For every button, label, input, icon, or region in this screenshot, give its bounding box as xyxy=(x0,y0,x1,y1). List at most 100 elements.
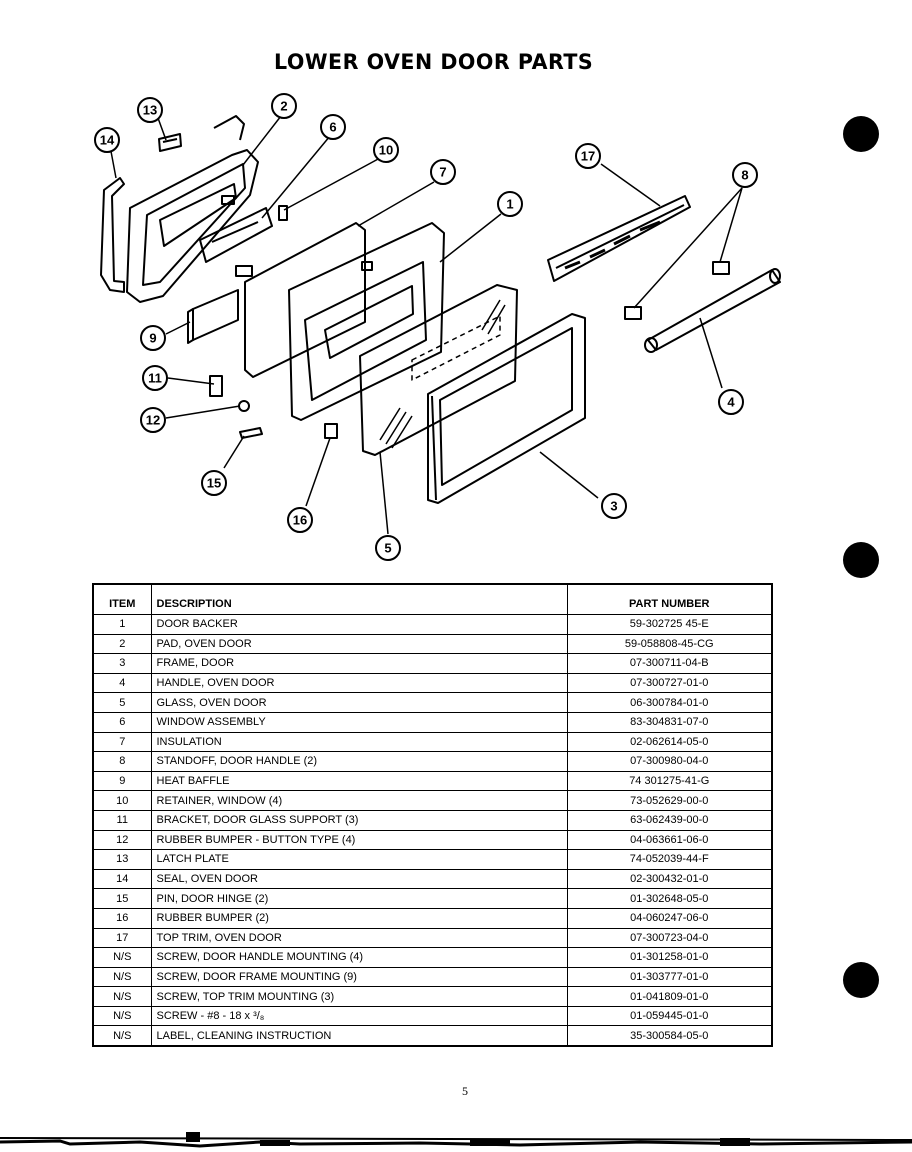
row-part-number: 73-052629-00-0 xyxy=(566,790,773,811)
part-seal-oven-door xyxy=(100,177,125,293)
row-description: PIN, DOOR HINGE (2) xyxy=(150,888,568,909)
row-description: GLASS, OVEN DOOR xyxy=(150,692,568,713)
callout-label-11: 11 xyxy=(148,371,162,386)
row-description: HANDLE, OVEN DOOR xyxy=(150,672,568,694)
callout-13 xyxy=(137,97,163,123)
callout-5 xyxy=(375,535,401,561)
row-item: 5 xyxy=(92,692,152,713)
callout-label-3: 3 xyxy=(610,499,617,514)
row-part-number: 59-058808-45-CG xyxy=(566,633,773,655)
row-part-number: 74 301275-41-G xyxy=(566,770,773,792)
row-part-number: 06-300784-01-0 xyxy=(566,692,773,713)
part-glass-oven-door xyxy=(359,284,518,456)
row-part-number: 04-063661-06-0 xyxy=(566,829,773,851)
row-description: LATCH PLATE xyxy=(150,849,568,870)
row-description: SCREW - #8 - 18 x ³/₈ xyxy=(150,1005,568,1027)
row-part-number: 63-062439-00-0 xyxy=(566,809,773,831)
scan-edge-noise xyxy=(0,1132,912,1148)
row-item: 9 xyxy=(92,770,152,792)
callout-label-1: 1 xyxy=(506,197,513,212)
row-item: 11 xyxy=(92,809,152,831)
callout-label-2: 2 xyxy=(280,99,287,114)
callout-label-17: 17 xyxy=(581,149,595,164)
callout-label-16: 16 xyxy=(293,513,307,528)
callout-label-5: 5 xyxy=(384,541,391,556)
callout-label-8: 8 xyxy=(741,168,748,183)
callout-label-7: 7 xyxy=(439,165,446,180)
part-door-hinge-pin xyxy=(239,427,263,439)
row-part-number: 04-060247-06-0 xyxy=(566,907,773,929)
callout-15 xyxy=(201,470,227,496)
row-item: 2 xyxy=(92,633,152,655)
row-part-number: 07-300711-04-B xyxy=(566,653,773,674)
page-title: LOWER OVEN DOOR PARTS xyxy=(274,50,594,74)
callout-6 xyxy=(320,114,346,140)
callout-3 xyxy=(601,493,627,519)
row-item: N/S xyxy=(92,1025,152,1047)
part-window-assembly xyxy=(199,207,273,263)
row-description: RUBBER BUMPER (2) xyxy=(150,907,568,929)
callout-label-13: 13 xyxy=(143,103,157,118)
row-description: LABEL, CLEANING INSTRUCTION xyxy=(150,1025,568,1047)
row-part-number: 74-052039-44-F xyxy=(566,849,773,870)
row-item: 1 xyxy=(92,614,152,635)
row-item: 13 xyxy=(92,849,152,870)
row-item: 6 xyxy=(92,711,152,733)
row-description: DOOR BACKER xyxy=(150,614,568,635)
row-description: RETAINER, WINDOW (4) xyxy=(150,790,568,811)
row-item: 16 xyxy=(92,907,152,929)
row-part-number: 01-302648-05-0 xyxy=(566,888,773,909)
callout-2 xyxy=(271,93,297,119)
row-item: 3 xyxy=(92,653,152,674)
exploded-parts-diagram: 1 2 3 4 5 6 7 8 9 10 11 12 13 14 15 16 1… xyxy=(94,93,781,561)
row-part-number: 01-303777-01-0 xyxy=(566,966,773,988)
callout-16 xyxy=(287,507,313,533)
part-bracket-door-glass xyxy=(209,375,223,397)
row-description: SCREW, TOP TRIM MOUNTING (3) xyxy=(150,986,568,1007)
part-handle-oven-door xyxy=(644,268,781,353)
row-item: 8 xyxy=(92,751,152,772)
row-part-number: 01-041809-01-0 xyxy=(566,986,773,1007)
callout-label-9: 9 xyxy=(149,331,156,346)
part-rubber-bumper-button xyxy=(238,400,250,412)
row-item: 4 xyxy=(92,672,152,694)
row-part-number: 35-300584-05-0 xyxy=(566,1025,773,1047)
callout-label-12: 12 xyxy=(146,413,160,428)
page-number: 5 xyxy=(462,1084,468,1098)
header-description: DESCRIPTION xyxy=(150,583,568,615)
row-description: FRAME, DOOR xyxy=(150,653,568,674)
callout-7 xyxy=(430,159,456,185)
row-part-number: 07-300723-04-0 xyxy=(566,927,773,949)
callout-label-15: 15 xyxy=(207,476,221,491)
row-part-number: 07-300727-01-0 xyxy=(566,672,773,694)
header-item: ITEM xyxy=(92,583,152,615)
row-description: RUBBER BUMPER - BUTTON TYPE (4) xyxy=(150,829,568,851)
row-item: N/S xyxy=(92,986,152,1007)
row-item: N/S xyxy=(92,947,152,968)
part-top-trim xyxy=(547,195,691,282)
part-standoff-2 xyxy=(624,306,642,320)
callout-11 xyxy=(142,365,168,391)
callout-12 xyxy=(140,407,166,433)
callout-4 xyxy=(718,389,744,415)
row-item: N/S xyxy=(92,966,152,988)
part-latch-plate xyxy=(158,133,182,152)
